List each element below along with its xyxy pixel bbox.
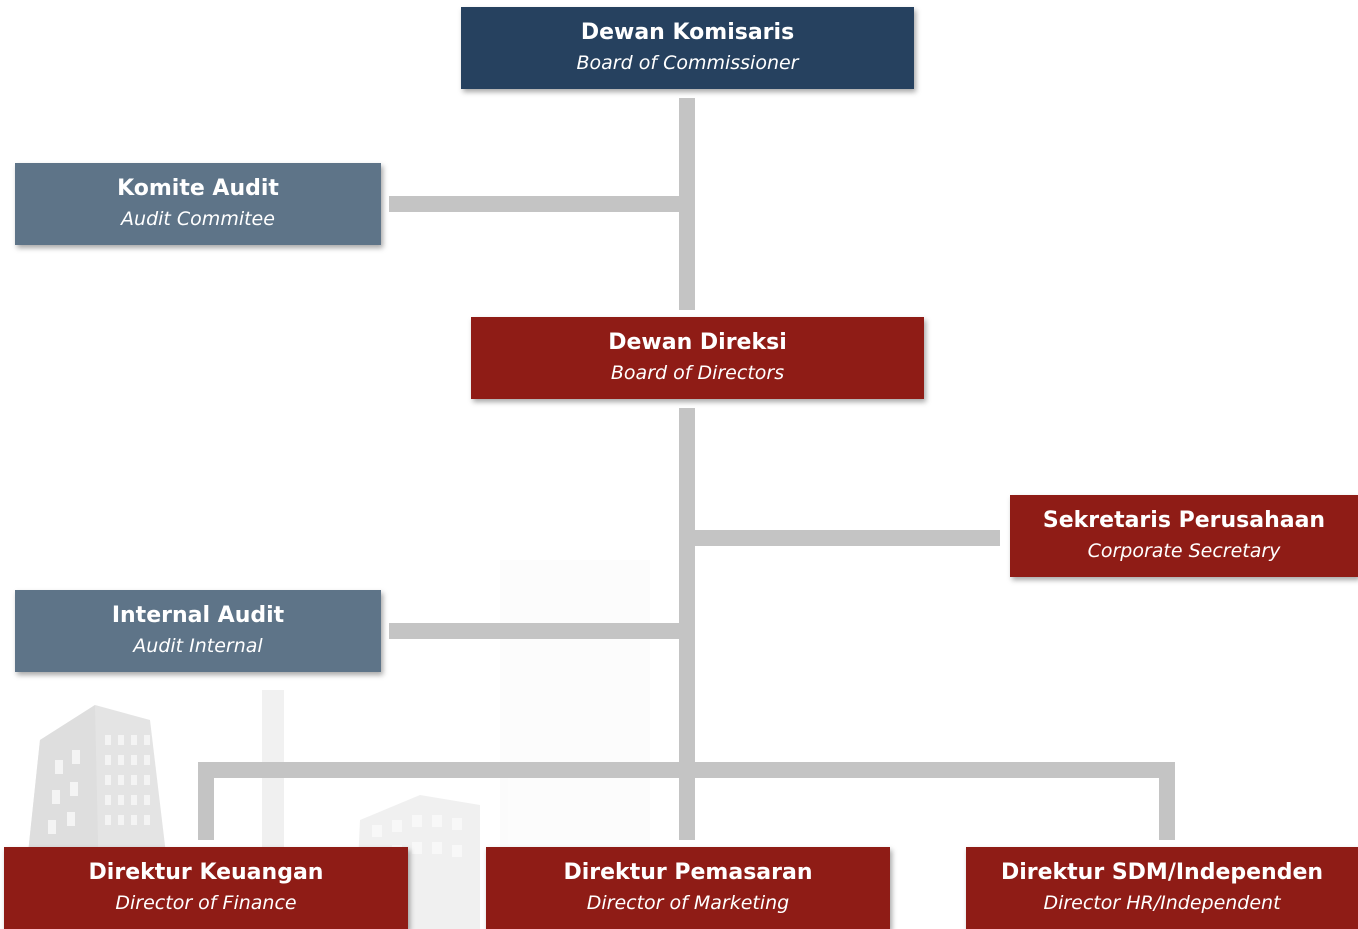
internal-audit-title: Internal Audit bbox=[111, 603, 285, 628]
director-hr-box: Direktur SDM/Independen Director HR/Inde… bbox=[966, 847, 1358, 929]
board-of-commissioner-title: Dewan Komisaris bbox=[580, 20, 795, 45]
director-marketing-title: Direktur Pemasaran bbox=[563, 860, 813, 885]
director-marketing-subtitle: Director of Marketing bbox=[586, 892, 790, 914]
director-finance-subtitle: Director of Finance bbox=[115, 892, 297, 914]
audit-committee-title: Komite Audit bbox=[117, 176, 279, 201]
audit-committee-subtitle: Audit Commitee bbox=[121, 208, 275, 230]
board-of-commissioner-box: Dewan Komisaris Board of Commissioner bbox=[461, 7, 914, 89]
connector-directors-trunk bbox=[679, 408, 695, 840]
director-marketing-box: Direktur Pemasaran Director of Marketing bbox=[486, 847, 890, 929]
connector-internal-audit bbox=[389, 623, 681, 639]
corporate-secretary-title: Sekretaris Perusahaan bbox=[1042, 508, 1326, 533]
director-finance-box: Direktur Keuangan Director of Finance bbox=[4, 847, 408, 929]
connector-director-finance bbox=[198, 762, 214, 840]
board-of-directors-subtitle: Board of Directors bbox=[610, 362, 785, 384]
director-hr-subtitle: Director HR/Independent bbox=[1043, 892, 1281, 914]
connector-audit-committee bbox=[389, 196, 681, 212]
internal-audit-box: Internal Audit Audit Internal bbox=[15, 590, 381, 672]
corporate-secretary-box: Sekretaris Perusahaan Corporate Secretar… bbox=[1010, 495, 1358, 577]
director-finance-title: Direktur Keuangan bbox=[88, 860, 324, 885]
connector-corporate-secretary bbox=[694, 530, 1000, 546]
board-of-directors-box: Dewan Direksi Board of Directors bbox=[471, 317, 924, 399]
director-hr-title: Direktur SDM/Independen bbox=[1000, 860, 1324, 885]
connector-director-hr bbox=[1159, 762, 1175, 840]
audit-committee-box: Komite Audit Audit Commitee bbox=[15, 163, 381, 245]
board-of-commissioner-subtitle: Board of Commissioner bbox=[576, 52, 799, 74]
connector-commissioner-to-directors bbox=[679, 98, 695, 310]
internal-audit-subtitle: Audit Internal bbox=[133, 635, 263, 657]
board-of-directors-title: Dewan Direksi bbox=[608, 330, 787, 355]
connector-directors-horizontal bbox=[198, 762, 1175, 778]
corporate-secretary-subtitle: Corporate Secretary bbox=[1087, 540, 1281, 562]
